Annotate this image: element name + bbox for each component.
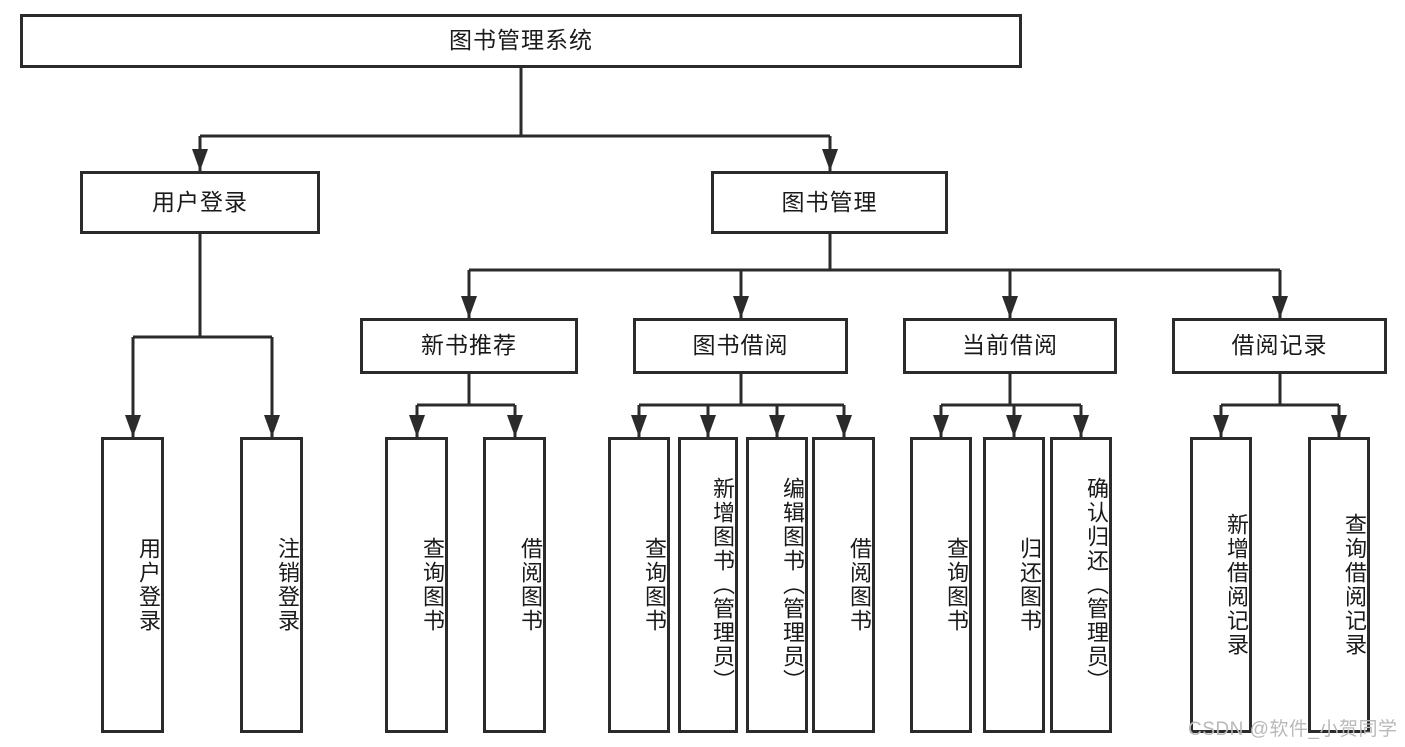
arrowhead — [192, 149, 208, 171]
node-label: 借阅记录 — [1231, 332, 1328, 359]
node-leaf-query-book-1[interactable]: 查询图书 — [385, 437, 448, 733]
node-label: 查询借阅记录 — [1342, 513, 1367, 657]
node-leaf-borrow-book-1[interactable]: 借阅图书 — [483, 437, 546, 733]
node-label: 编辑图书（管理员） — [780, 477, 805, 693]
arrowhead — [933, 415, 949, 437]
node-leaf-user-login[interactable]: 用户登录 — [101, 437, 164, 733]
arrowhead — [1002, 296, 1018, 318]
node-label: 用户登录 — [136, 537, 161, 633]
arrowhead — [733, 296, 749, 318]
node-leaf-query-book-2[interactable]: 查询图书 — [608, 437, 670, 733]
node-label: 确认归还（管理员） — [1084, 477, 1109, 693]
node-leaf-borrow-book-2[interactable]: 借阅图书 — [812, 437, 875, 733]
csdn-watermark: CSDN @软件_小贺同学 — [1188, 719, 1398, 740]
node-label: 借阅图书 — [518, 537, 543, 633]
node-leaf-add-record[interactable]: 新增借阅记录 — [1190, 437, 1252, 733]
node-leaf-edit-book[interactable]: 编辑图书（管理员） — [746, 437, 808, 733]
node-label: 图书管理 — [781, 188, 878, 215]
arrowhead — [1006, 415, 1022, 437]
node-label: 查询图书 — [944, 537, 969, 633]
node-leaf-add-book[interactable]: 新增图书（管理员） — [678, 437, 738, 733]
node-book-manage[interactable]: 图书管理 — [711, 171, 948, 234]
arrowhead — [1272, 296, 1288, 318]
node-label: 新书推荐 — [421, 332, 517, 359]
arrowhead — [700, 415, 716, 437]
arrowhead — [1073, 415, 1089, 437]
node-label: 新增图书（管理员） — [710, 477, 735, 693]
node-label: 注销登录 — [275, 537, 300, 633]
node-label: 新增借阅记录 — [1224, 513, 1249, 657]
node-label: 图书借阅 — [692, 332, 789, 359]
node-book-borrow[interactable]: 图书借阅 — [633, 318, 848, 374]
node-leaf-query-record[interactable]: 查询借阅记录 — [1308, 437, 1370, 733]
arrowhead — [836, 415, 852, 437]
node-leaf-logout[interactable]: 注销登录 — [240, 437, 303, 733]
arrowhead — [461, 296, 477, 318]
node-label: 查询图书 — [642, 537, 667, 633]
arrowhead — [769, 415, 785, 437]
arrowhead — [264, 415, 280, 437]
node-leaf-return-book[interactable]: 归还图书 — [983, 437, 1045, 733]
node-label: 当前借阅 — [962, 332, 1058, 359]
node-root[interactable]: 图书管理系统 — [20, 14, 1022, 68]
node-label: 图书管理系统 — [449, 27, 593, 54]
node-label: 查询图书 — [420, 537, 445, 633]
arrowhead — [1213, 415, 1229, 437]
arrowhead — [125, 415, 141, 437]
arrowhead — [631, 415, 647, 437]
node-label: 借阅图书 — [847, 537, 872, 633]
arrowhead — [507, 415, 523, 437]
arrowhead — [409, 415, 425, 437]
node-leaf-confirm-return[interactable]: 确认归还（管理员） — [1050, 437, 1112, 733]
node-label: 归还图书 — [1017, 537, 1042, 633]
arrowhead — [822, 149, 838, 171]
node-label: 用户登录 — [152, 188, 248, 215]
node-leaf-query-book-3[interactable]: 查询图书 — [910, 437, 972, 733]
node-new-book-rec[interactable]: 新书推荐 — [360, 318, 578, 374]
node-current-borrow[interactable]: 当前借阅 — [903, 318, 1117, 374]
arrowhead — [1331, 415, 1347, 437]
node-user-login[interactable]: 用户登录 — [80, 171, 320, 234]
node-borrow-record[interactable]: 借阅记录 — [1172, 318, 1387, 374]
